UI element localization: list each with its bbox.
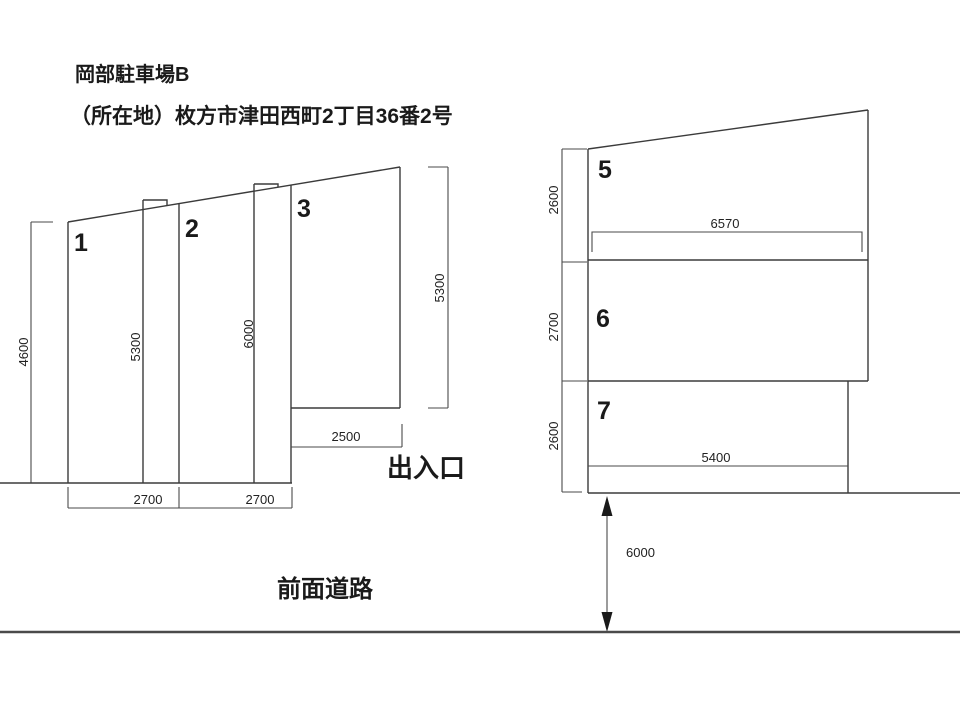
drawing-title: 岡部駐車場B [75, 62, 189, 86]
stall-1-label: 1 [74, 229, 88, 257]
dim-setback-label: 6000 [626, 545, 655, 560]
road-annotation: 6000 前面道路 [0, 496, 960, 634]
dim-right-height-label: 5300 [432, 274, 447, 303]
stall-2-label: 2 [185, 215, 199, 243]
dim-left-height-label: 4600 [16, 338, 31, 367]
right-plan-top-boundary [587, 109, 869, 150]
stall-7-label: 7 [597, 397, 611, 425]
dim-stall5-depth-label: 2600 [546, 186, 561, 215]
site-address: （所在地）枚方市津田西町2丁目36番2号 [70, 104, 453, 128]
dim-top-width-label: 6570 [711, 216, 740, 231]
dim-stall1-width-label: 2700 [134, 492, 163, 507]
dim-bottom-width-label: 5400 [702, 450, 731, 465]
dim-divider12-label: 5300 [128, 333, 143, 362]
right-site-plan: 2600 2700 2600 6570 5400 5 6 7 [546, 109, 960, 494]
dim-stall6-depth-label: 2700 [546, 313, 561, 342]
stall-5-label: 5 [598, 156, 612, 184]
stall-3-label: 3 [297, 195, 311, 223]
dim-entrance-width-label: 2500 [332, 429, 361, 444]
entrance-label: 出入口 [387, 453, 465, 483]
left-plan-top-boundary [67, 166, 401, 223]
dim-top-width-bracket [591, 231, 863, 252]
dim-stall2-width-label: 2700 [246, 492, 275, 507]
dim-stall7-depth-label: 2600 [546, 422, 561, 451]
dim-divider23-label: 6000 [241, 320, 256, 349]
divider-2-3-notch [254, 183, 279, 188]
setback-arrow-up-icon [601, 496, 613, 516]
divider-1-2-notch [143, 199, 168, 206]
stall-6-label: 6 [596, 305, 610, 333]
road-label: 前面道路 [277, 575, 374, 603]
left-site-plan: 4600 1 2 3 5300 6000 5300 [0, 166, 465, 509]
setback-arrow-down-icon [601, 612, 613, 632]
